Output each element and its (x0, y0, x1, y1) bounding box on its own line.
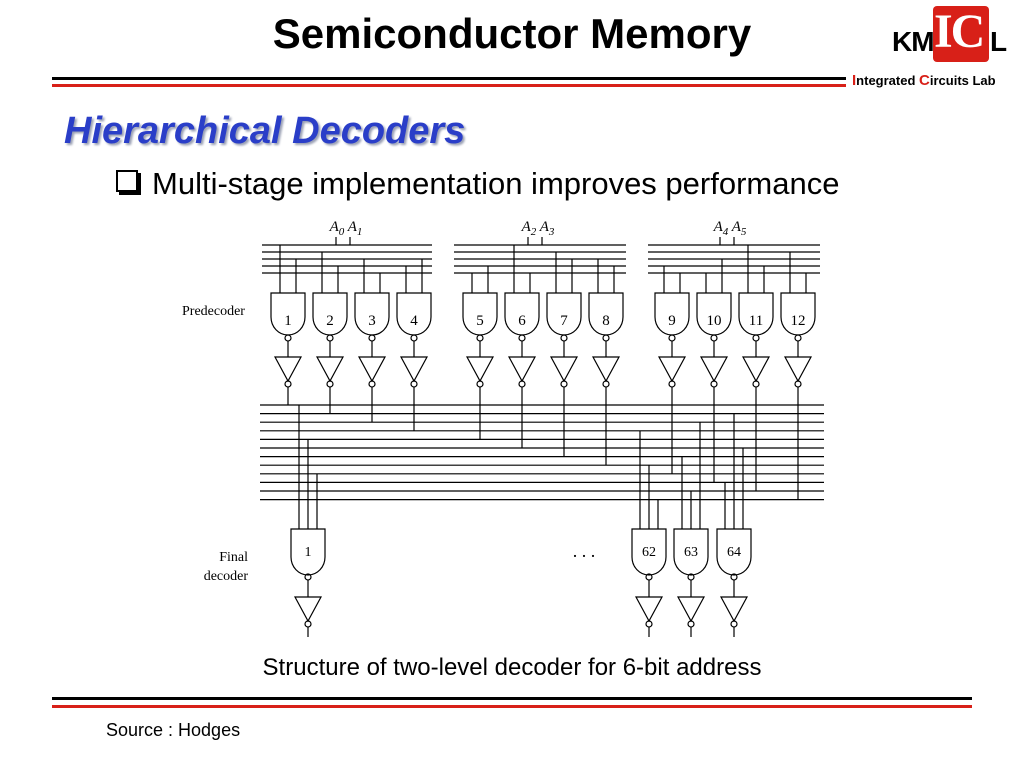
buffer-triangle (507, 356, 537, 383)
top-rule-red (52, 84, 846, 87)
inverter-bubble (368, 334, 376, 342)
inverter-bubble (602, 334, 610, 342)
gate-number: 12 (791, 313, 806, 329)
final-label: decoder (204, 569, 249, 584)
buffer-triangle (741, 356, 771, 383)
logo-sub-ntegrated: ntegrated (856, 73, 920, 88)
section-heading: Hierarchical Decoders (64, 110, 466, 152)
gate-number: 2 (326, 313, 334, 329)
final-gate-number: 63 (684, 545, 698, 560)
inverter-bubble (560, 334, 568, 342)
buffer-triangle (634, 596, 664, 623)
buffer-triangle (293, 596, 323, 623)
logo-background (933, 6, 989, 62)
inverter-bubble (518, 334, 526, 342)
logo-ic-text: IC (934, 5, 985, 58)
buffer-triangle (357, 356, 387, 383)
logo-subtitle: Integrated Circuits Lab (852, 72, 996, 89)
gate-number: 9 (668, 313, 676, 329)
address-label: A2 A3 (521, 219, 555, 238)
address-label: A0 A1 (329, 219, 363, 238)
checkbox-bullet-icon (116, 170, 138, 192)
gate-number: 11 (749, 313, 763, 329)
buffer-triangle (399, 356, 429, 383)
gate-number: 6 (518, 313, 526, 329)
inverter-bubble (752, 334, 760, 342)
gate-number: 5 (476, 313, 484, 329)
final-gate-number: 64 (727, 545, 741, 560)
logo-l-text: L (990, 26, 1008, 57)
predecoder-label: Predecoder (182, 304, 245, 319)
inverter-bubble (668, 334, 676, 342)
inverter-bubble (326, 334, 334, 342)
buffer-triangle (657, 356, 687, 383)
diagram-caption: Structure of two-level decoder for 6-bit… (262, 654, 762, 681)
inverter-bubble (476, 334, 484, 342)
inverter-bubble (410, 334, 418, 342)
buffer-triangle (719, 596, 749, 623)
inverter-bubble (794, 334, 802, 342)
final-label: Final (219, 550, 248, 565)
inverter-bubble (710, 334, 718, 342)
buffer-triangle (591, 356, 621, 383)
gate-number: 4 (410, 313, 418, 329)
final-gate-number: 62 (642, 545, 656, 560)
source-note: Source : Hodges (106, 720, 241, 740)
gate-number: 1 (284, 313, 292, 329)
buffer-triangle (315, 356, 345, 383)
buffer-triangle (549, 356, 579, 383)
logo-sub-ircuits: ircuits Lab (929, 73, 996, 88)
inverter-bubble (284, 334, 292, 342)
address-label: A4 A5 (713, 219, 747, 238)
gate-number: 7 (560, 313, 568, 329)
logo-km-text: KM (892, 26, 935, 57)
bottom-rule-red (52, 705, 972, 708)
logo-sub-c: C (919, 72, 930, 89)
gate-number: 10 (707, 313, 722, 329)
final-gate-number: 1 (305, 545, 312, 560)
buffer-triangle (676, 596, 706, 623)
bullet-text: Multi-stage implementation improves perf… (152, 166, 840, 201)
top-rule-black (52, 77, 846, 80)
buffer-triangle (273, 356, 303, 383)
bullet-item: Multi-stage implementation improves perf… (116, 166, 839, 202)
gate-number: 3 (368, 313, 376, 329)
buffer-triangle (699, 356, 729, 383)
bottom-rule-black (52, 697, 972, 700)
buffer-triangle (465, 356, 495, 383)
ellipsis: . . . (573, 541, 596, 561)
buffer-triangle (783, 356, 813, 383)
gate-number: 8 (602, 313, 610, 329)
slide-title: Semiconductor Memory (272, 10, 752, 57)
logo-sub-i: I (852, 72, 857, 89)
